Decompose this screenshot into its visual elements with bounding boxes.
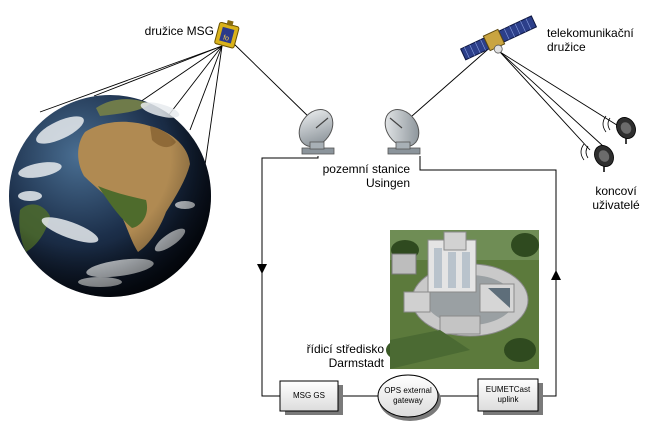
ops-gateway-label-line2: gateway	[393, 396, 423, 405]
link-line	[93, 45, 223, 97]
uplink-wire	[540, 278, 557, 397]
eumetcast-label: EUMETCast uplink	[478, 385, 538, 405]
ground-station-label: pozemní stanice Usingen	[300, 162, 410, 190]
ops-gateway-label-line1: OPS external	[384, 386, 432, 395]
telecom-satellite-label: telekomunikační družice	[547, 26, 634, 54]
ground-loop-lines	[261, 156, 557, 397]
arrow-up-icon	[551, 270, 561, 280]
earth-globe	[9, 95, 211, 297]
end-users-label: koncoví uživatelé	[578, 184, 654, 212]
control-center-label-line1: řídicí středisko	[306, 342, 384, 356]
arrow-down-icon	[257, 264, 267, 274]
msg-satellite-icon: fo	[214, 19, 240, 49]
eumetcast-label-line1: EUMETCast	[485, 385, 531, 394]
link-line	[39, 45, 223, 113]
link-line	[189, 45, 223, 131]
msg-satellite-label: družice MSG	[144, 24, 214, 38]
eumetcast-uplink-box	[477, 378, 543, 415]
end-users-label-line1: koncoví	[595, 184, 637, 198]
satellite-dish-icon	[298, 108, 335, 155]
satellite-dish-icon	[602, 115, 636, 144]
end-users-label-line2: uživatelé	[592, 198, 640, 212]
ops-gateway-node	[377, 374, 441, 421]
link-line	[139, 45, 223, 103]
svg-text:fo: fo	[222, 34, 230, 42]
ground-station-label-line2: Usingen	[365, 176, 410, 190]
telecom-satellite-icon	[459, 15, 538, 61]
building-photo	[386, 230, 539, 369]
ops-gateway-label: OPS external gateway	[378, 386, 438, 406]
msg-gs-label: MSG GS	[292, 391, 325, 400]
control-center-label-line2: Darmstadt	[328, 356, 384, 370]
satellite-dish-icon	[384, 108, 421, 155]
downlink-wire-to-gs	[261, 272, 280, 397]
broadcast-line	[499, 51, 591, 151]
msg-to-earth-links	[39, 45, 223, 166]
link-line	[167, 45, 223, 117]
satellite-dish-icon	[580, 143, 614, 172]
ground-station-label-line1: pozemní stanice	[322, 162, 410, 176]
uplink-wire-top	[419, 156, 557, 278]
eumetcast-label-line2: uplink	[497, 395, 519, 404]
msg-downlink-line	[231, 41, 313, 121]
link-line	[204, 45, 223, 166]
telecom-satellite-label-line2: družice	[547, 40, 586, 54]
telecom-satellite-label-line1: telekomunikační	[547, 26, 634, 40]
downlink-wire	[261, 156, 319, 272]
msg-gs-box	[279, 380, 343, 415]
broadcast-line	[499, 51, 629, 133]
broadcast-line	[499, 51, 604, 147]
control-center-label: řídicí středisko Darmstadt	[290, 342, 384, 370]
telecom-uplink-line	[411, 43, 495, 117]
